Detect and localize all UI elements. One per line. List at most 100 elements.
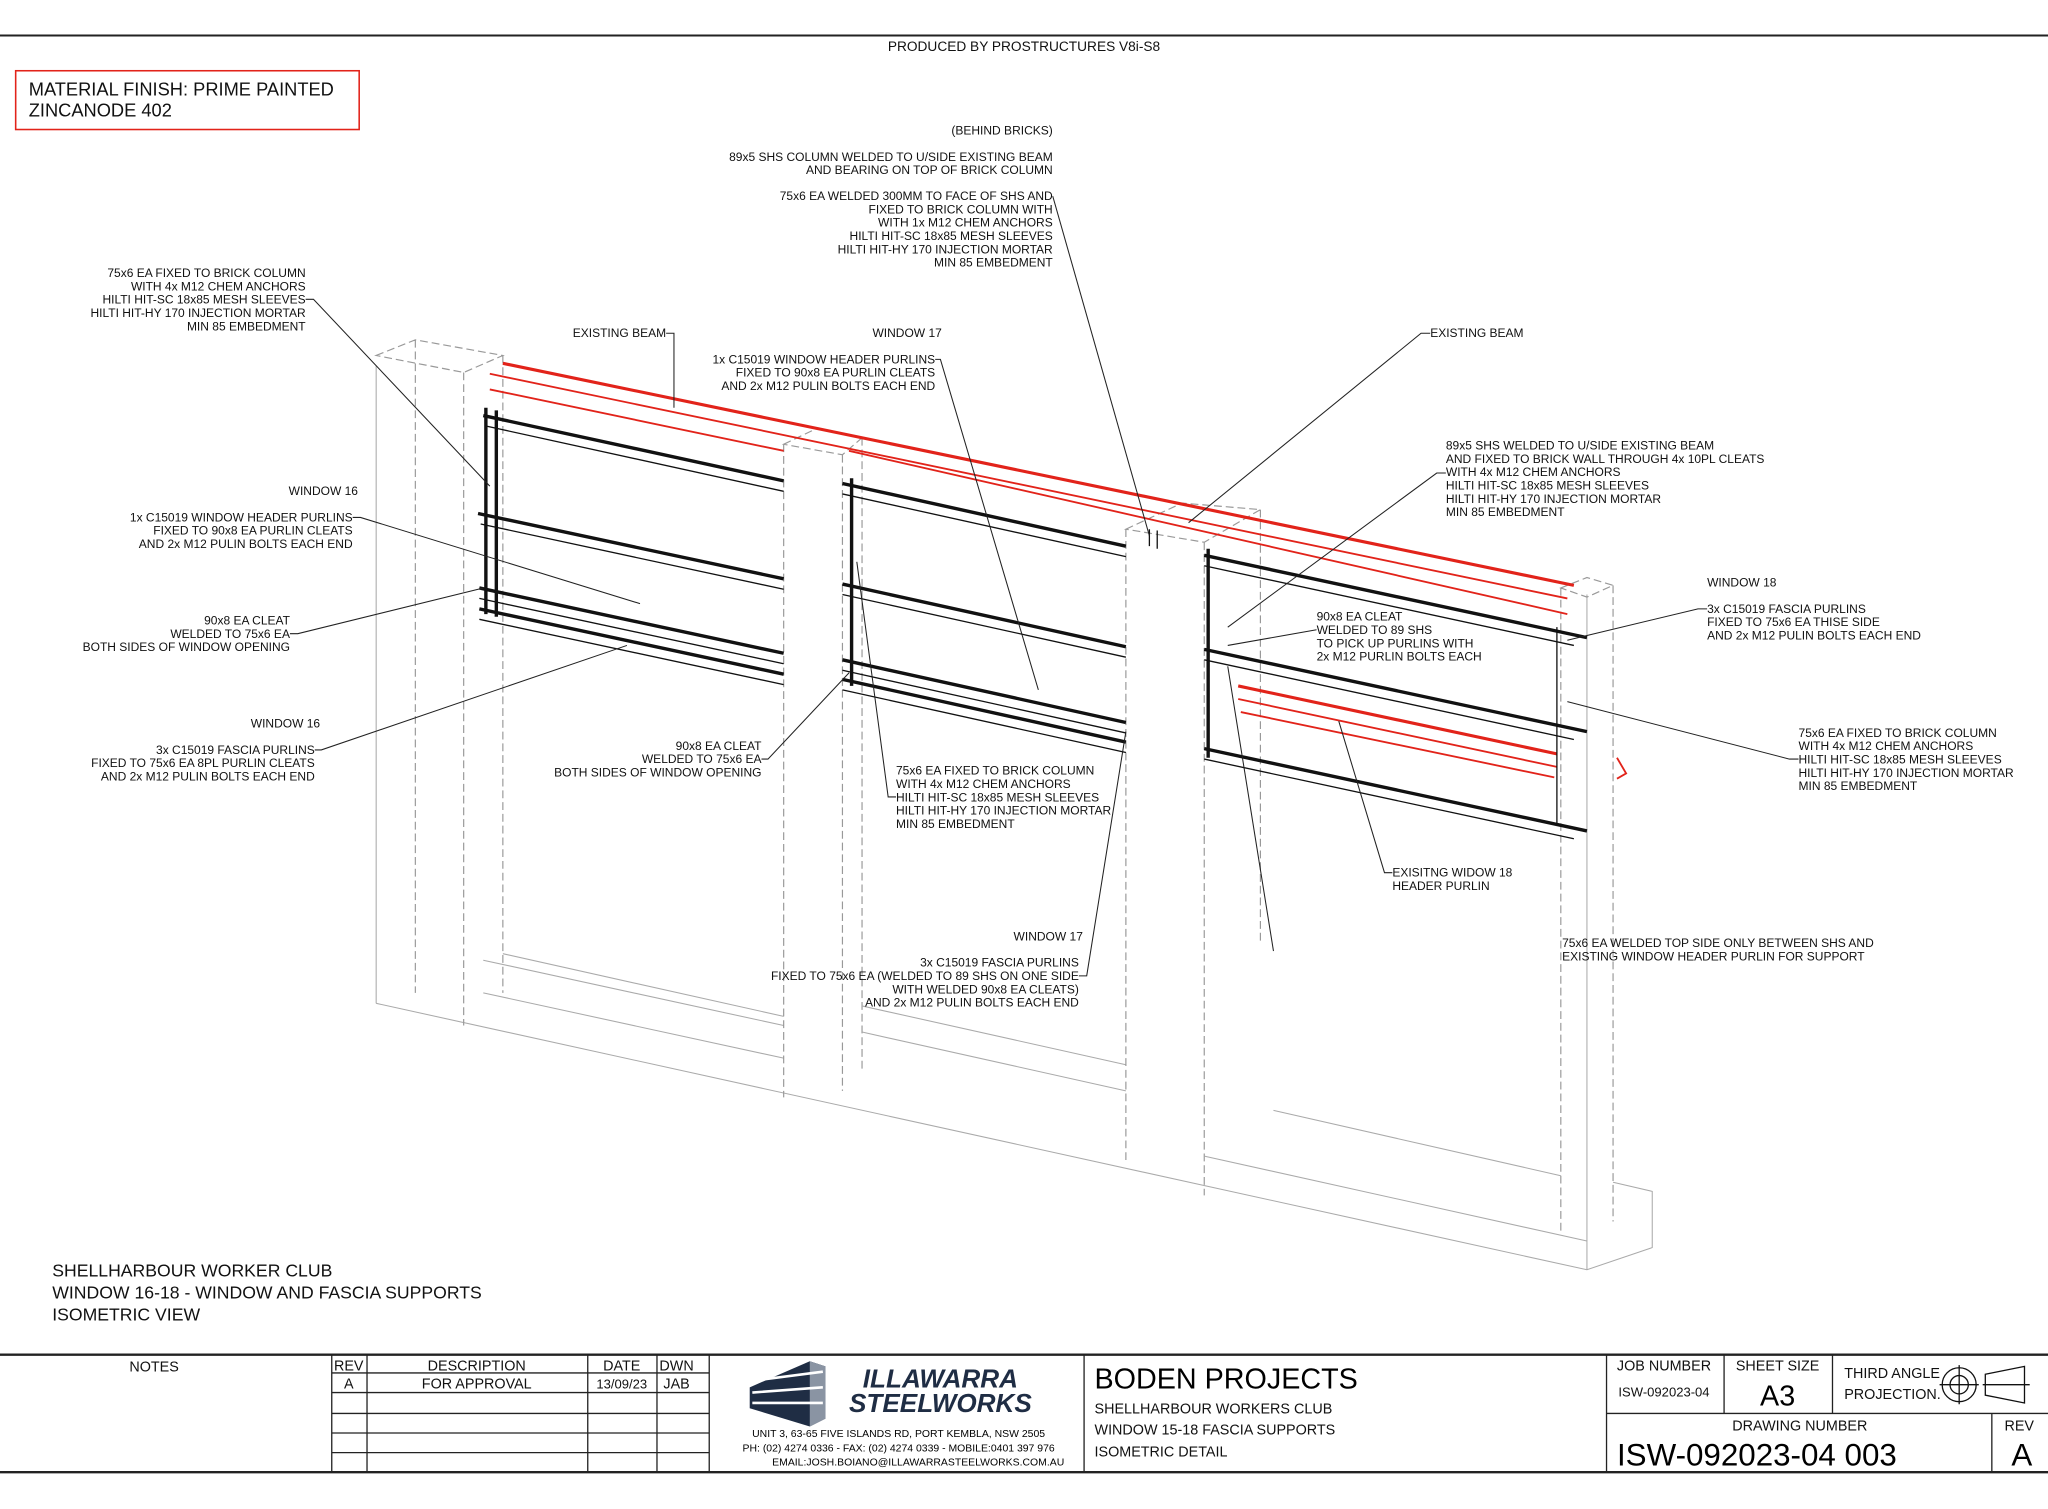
drawn-cell: JAB — [663, 1377, 689, 1393]
window17-purlins — [842, 478, 1158, 754]
produced-by-label: PRODUCED BY PROSTRUCTURES V8i-S8 — [888, 39, 1161, 54]
annotation-line: WINDOW 16 — [251, 717, 321, 731]
annotation-line: 89x5 SHS COLUMN WELDED TO U/SIDE EXISTIN… — [729, 150, 1053, 164]
annotation-window17-top: WINDOW 17 — [872, 326, 942, 340]
annotation-line: 3x C15019 FASCIA PURLINS — [920, 956, 1079, 970]
annotation-line: HILTI HIT-HY 170 INJECTION MORTAR — [896, 804, 1111, 818]
sheet-size: A3 — [1760, 1381, 1795, 1413]
annotation-line: 90x8 EA CLEAT — [676, 739, 762, 753]
annotation-line: BOTH SIDES OF WINDOW OPENING — [83, 640, 290, 654]
annotation-existing-beam-left: EXISTING BEAM — [573, 326, 666, 340]
material-finish-box: MATERIAL FINISH: PRIME PAINTED ZINCANODE… — [14, 69, 360, 131]
sheet-size-label: SHEET SIZE — [1736, 1358, 1820, 1374]
title-block: NOTES REV DESCRIPTION DATE DWN A FOR APP… — [0, 1353, 2048, 1474]
annotation-line: FIXED TO 75x6 EA (WELDED TO 89 SHS ON ON… — [771, 969, 1079, 983]
annotation-line: HILTI HIT-SC 18x85 MESH SLEEVES — [102, 293, 305, 307]
annotation-shs-welded-right: 89x5 SHS WELDED TO U/SIDE EXISTING BEAMA… — [1446, 439, 1765, 520]
view-title: SHELLHARBOUR WORKER CLUB WINDOW 16-18 - … — [52, 1260, 482, 1324]
middle-brick-column-2 — [1123, 502, 1263, 1196]
rev-label: REV — [2004, 1418, 2034, 1434]
drawing-number-label: DRAWING NUMBER — [1732, 1418, 1867, 1434]
annotation-line: 89x5 SHS WELDED TO U/SIDE EXISTING BEAM — [1446, 439, 1714, 453]
annotation-line: 90x8 EA CLEAT — [1317, 610, 1403, 624]
company-name-line-1: ILLAWARRA — [863, 1363, 1018, 1393]
annotation-line: 1x C15019 WINDOW HEADER PURLINS — [712, 352, 935, 366]
material-finish-line-2: ZINCANODE 402 — [29, 99, 172, 120]
job-number-label: JOB NUMBER — [1617, 1358, 1711, 1374]
annotation-line: AND 2x M12 PULIN BOLTS EACH END — [721, 379, 935, 393]
annotation-line: AND 2x M12 PULIN BOLTS EACH END — [865, 996, 1079, 1010]
annotations: (BEHIND BRICKS) 89x5 SHS COLUMN WELDED TO… — [83, 124, 2014, 1010]
annotation-line: FIXED TO BRICK COLUMN WITH — [868, 202, 1052, 216]
material-finish-line-1: MATERIAL FINISH: PRIME PAINTED — [29, 79, 334, 100]
annotation-line: TO PICK UP PURLINS WITH — [1317, 636, 1474, 650]
annotation-ea-welded-top: 75x6 EA WELDED TOP SIDE ONLY BETWEEN SHS… — [1562, 936, 1874, 963]
annotation-line: HILTI HIT-SC 18x85 MESH SLEEVES — [1799, 753, 2002, 767]
annotation-line: (BEHIND BRICKS) — [951, 124, 1052, 138]
existing-beam-lines — [489, 372, 1568, 615]
rev-cell: A — [344, 1377, 354, 1393]
annotation-line: 75x6 EA FIXED TO BRICK COLUMN — [1799, 726, 1997, 740]
annotation-line: MIN 85 EMBEDMENT — [1799, 779, 1918, 793]
window16-purlins — [477, 407, 785, 686]
annotation-line: WITH 4x M12 CHEM ANCHORS — [131, 279, 306, 293]
company-logo: ILLAWARRA STEELWORKS UNIT 3, 63-65 FIVE … — [743, 1361, 1064, 1469]
annotation-line: 1x C15019 WINDOW HEADER PURLINS — [130, 510, 353, 524]
annotation-line: FIXED TO 90x8 EA PURLIN CLEATS — [736, 366, 935, 380]
annotation-line: BOTH SIDES OF WINDOW OPENING — [554, 766, 761, 780]
existing-beam-top — [502, 361, 1575, 587]
annotation-line: WITH WELDED 90x8 EA CLEATS) — [892, 982, 1079, 996]
view-title-line-1: SHELLHARBOUR WORKER CLUB — [52, 1260, 332, 1280]
company-address: UNIT 3, 63-65 FIVE ISLANDS RD, PORT KEMB… — [752, 1429, 1045, 1440]
leader-lines — [289, 195, 1799, 977]
annotation-line: 75x6 EA FIXED TO BRICK COLUMN — [107, 266, 305, 280]
annotation-line: WINDOW 17 — [1014, 930, 1084, 944]
annotation-window17-bottom: WINDOW 17 — [1014, 930, 1084, 944]
client-name: BODEN PROJECTS — [1095, 1364, 1358, 1396]
projection-line-2: PROJECTION. — [1844, 1387, 1941, 1403]
window17-sill — [861, 1005, 1126, 1092]
annotation-line: WELDED TO 89 SHS — [1317, 623, 1433, 637]
annotation-line: WITH 4x M12 CHEM ANCHORS — [1799, 739, 1974, 753]
annotation-line: AND 2x M12 PULIN BOLTS EACH END — [139, 537, 353, 551]
date-header: DATE — [603, 1358, 640, 1374]
annotation-line: EXISTING BEAM — [573, 326, 666, 340]
notes-label: NOTES — [129, 1360, 178, 1376]
description-cell: FOR APPROVAL — [422, 1377, 532, 1393]
annotation-line: 90x8 EA CLEAT — [204, 614, 290, 628]
company-phone: PH: (02) 4274 0336 - FAX: (02) 4274 0339… — [743, 1443, 1055, 1454]
annotation-behind-bricks: (BEHIND BRICKS) — [951, 124, 1052, 138]
annotation-line: HILTI HIT-HY 170 INJECTION MORTAR — [838, 242, 1053, 256]
rev-header: REV — [334, 1358, 364, 1374]
annotation-line: HILTI HIT-HY 170 INJECTION MORTAR — [1799, 766, 2014, 780]
annotation-line: EXISTING WINDOW HEADER PURLIN FOR SUPPOR… — [1562, 949, 1865, 963]
window18-sill — [1204, 1109, 1588, 1242]
annotation-line: AND FIXED TO BRICK WALL THROUGH 4x 10PL … — [1446, 452, 1765, 466]
annotation-line: WINDOW 17 — [872, 326, 942, 340]
annotation-line: MIN 85 EMBEDMENT — [896, 817, 1015, 831]
annotation-ea-welded-300: 75x6 EA WELDED 300MM TO FACE OF SHS ANDF… — [780, 189, 1054, 270]
annotation-line: WINDOW 18 — [1707, 576, 1777, 590]
existing-w18-header-purlin-lines — [1238, 698, 1628, 780]
rev-value: A — [2011, 1438, 2032, 1473]
annotation-line: 3x C15019 FASCIA PURLINS — [156, 743, 315, 757]
annotation-line: MIN 85 EMBEDMENT — [187, 319, 306, 333]
annotation-line: WELDED TO 75x6 EA — [642, 752, 762, 766]
annotation-line: EXISTING BEAM — [1430, 326, 1523, 340]
annotation-line: WITH 4x M12 CHEM ANCHORS — [1446, 465, 1621, 479]
annotation-line: FIXED TO 90x8 EA PURLIN CLEATS — [153, 524, 352, 538]
annotation-line: 75x6 EA FIXED TO BRICK COLUMN — [896, 764, 1094, 778]
date-cell: 13/09/23 — [596, 1377, 647, 1392]
job-number: ISW-092023-04 — [1618, 1384, 1709, 1399]
annotation-line: FIXED TO 75x6 EA THISE SIDE — [1707, 615, 1880, 629]
annotation-line: 2x M12 PURLIN BOLTS EACH — [1317, 650, 1482, 664]
steelworks-logo-icon — [749, 1361, 826, 1427]
annotation-line: 75x6 EA WELDED TOP SIDE ONLY BETWEEN SHS… — [1562, 936, 1874, 950]
annotation-window16-bottom: WINDOW 16 — [251, 717, 321, 731]
